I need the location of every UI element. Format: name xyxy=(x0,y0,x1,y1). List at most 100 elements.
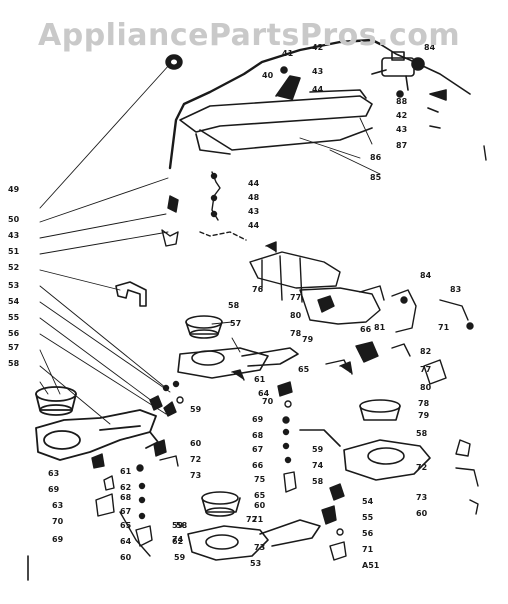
valve-assembly xyxy=(371,51,447,129)
part-label-49: 49 xyxy=(8,185,20,194)
part-label-55: 55 xyxy=(8,313,20,322)
part-label-59: 59 xyxy=(172,521,184,530)
part-label-70: 70 xyxy=(262,397,274,406)
part-label-50: 50 xyxy=(8,215,20,224)
part-label-62: 62 xyxy=(172,537,183,546)
gas-tube-end xyxy=(379,43,471,95)
part-label-73: 73 xyxy=(190,471,201,480)
part-label-43: 43 xyxy=(396,125,407,134)
part-label-66: 66 xyxy=(252,461,264,470)
burner-bowl-left xyxy=(35,386,159,461)
part-label-85: 85 xyxy=(370,173,382,182)
fitting-cluster xyxy=(161,171,247,247)
part-label-58: 58 xyxy=(416,429,428,438)
part-label-59: 59 xyxy=(312,445,324,454)
part-number-labels: 4041424344848842438786854448434449504351… xyxy=(8,43,461,570)
part-label-84: 84 xyxy=(420,271,432,280)
part-label-57: 57 xyxy=(230,319,241,328)
part-label-77: 77 xyxy=(290,293,301,302)
burner-bowl-right xyxy=(299,399,431,481)
knob-top xyxy=(165,54,183,70)
part-label-71: 71 xyxy=(362,545,374,554)
part-label-82: 82 xyxy=(420,347,431,356)
part-label-86: 86 xyxy=(370,153,382,162)
part-label-44: 44 xyxy=(248,221,260,230)
part-label-69: 69 xyxy=(52,535,64,544)
part-label-79: 79 xyxy=(302,335,314,344)
part-label-43: 43 xyxy=(8,231,19,240)
part-label-67: 67 xyxy=(120,507,131,516)
part-label-A51: A51 xyxy=(362,561,380,570)
part-label-58: 58 xyxy=(176,521,188,530)
part-label-44: 44 xyxy=(248,179,260,188)
part-label-58: 58 xyxy=(8,359,20,368)
part-label-77: 77 xyxy=(420,365,431,374)
part-label-88: 88 xyxy=(396,97,408,106)
part-label-73: 73 xyxy=(416,493,427,502)
part-label-71: 71 xyxy=(252,515,264,524)
part-label-41: 41 xyxy=(282,49,294,58)
part-label-66: 66 xyxy=(360,325,372,334)
part-label-80: 80 xyxy=(420,383,432,392)
part-label-73: 73 xyxy=(254,543,265,552)
part-label-65: 65 xyxy=(120,521,132,530)
small-parts-left xyxy=(149,380,184,417)
part-label-59: 59 xyxy=(190,405,202,414)
part-label-60: 60 xyxy=(416,509,428,518)
part-label-59: 59 xyxy=(174,553,186,562)
part-label-65: 65 xyxy=(254,491,266,500)
part-label-79: 79 xyxy=(418,411,430,420)
part-label-71: 71 xyxy=(438,323,450,332)
part-label-74: 74 xyxy=(172,535,184,544)
part-label-42: 42 xyxy=(312,43,323,52)
part-label-83: 83 xyxy=(450,285,461,294)
part-label-48: 48 xyxy=(248,193,260,202)
part-label-60: 60 xyxy=(120,553,132,562)
part-label-42: 42 xyxy=(396,111,407,120)
part-label-62: 62 xyxy=(120,483,131,492)
part-label-61: 61 xyxy=(120,467,132,476)
part-label-43: 43 xyxy=(248,207,259,216)
part-label-51: 51 xyxy=(8,247,20,256)
part-label-63: 63 xyxy=(48,469,59,478)
burner-bowl-bottom xyxy=(187,491,321,561)
part-label-74: 74 xyxy=(312,461,324,470)
part-label-60: 60 xyxy=(254,501,266,510)
part-label-68: 68 xyxy=(252,431,264,440)
part-label-78: 78 xyxy=(418,399,430,408)
part-label-64: 64 xyxy=(120,537,132,546)
part-label-58: 58 xyxy=(312,477,324,486)
part-label-54: 54 xyxy=(8,297,20,306)
part-label-84: 84 xyxy=(424,43,436,52)
part-label-60: 60 xyxy=(190,439,202,448)
part-label-54: 54 xyxy=(362,497,374,506)
part-label-61: 61 xyxy=(254,375,266,384)
part-label-76: 76 xyxy=(252,285,264,294)
part-label-87: 87 xyxy=(396,141,407,150)
part-label-53: 53 xyxy=(8,281,19,290)
part-label-56: 56 xyxy=(362,529,374,538)
part-label-69: 69 xyxy=(252,415,264,424)
center-column-parts xyxy=(231,361,353,493)
part-label-58: 58 xyxy=(228,301,240,310)
part-label-72: 72 xyxy=(416,463,427,472)
lower-left-parts xyxy=(91,439,179,557)
part-label-69: 69 xyxy=(48,485,60,494)
part-label-64: 64 xyxy=(258,389,270,398)
part-label-81: 81 xyxy=(374,323,386,332)
bracket xyxy=(115,281,147,307)
burner-bowl-upper xyxy=(177,315,299,379)
part-label-52: 52 xyxy=(8,263,19,272)
part-label-68: 68 xyxy=(120,493,132,502)
part-label-40: 40 xyxy=(262,71,274,80)
part-label-65: 65 xyxy=(298,365,310,374)
part-label-72: 72 xyxy=(190,455,201,464)
manifold xyxy=(179,66,373,155)
part-label-67: 67 xyxy=(252,445,263,454)
part-label-63: 63 xyxy=(52,501,63,510)
lower-right-parts xyxy=(321,439,479,561)
leader-lines xyxy=(39,63,381,425)
part-label-78: 78 xyxy=(290,329,302,338)
